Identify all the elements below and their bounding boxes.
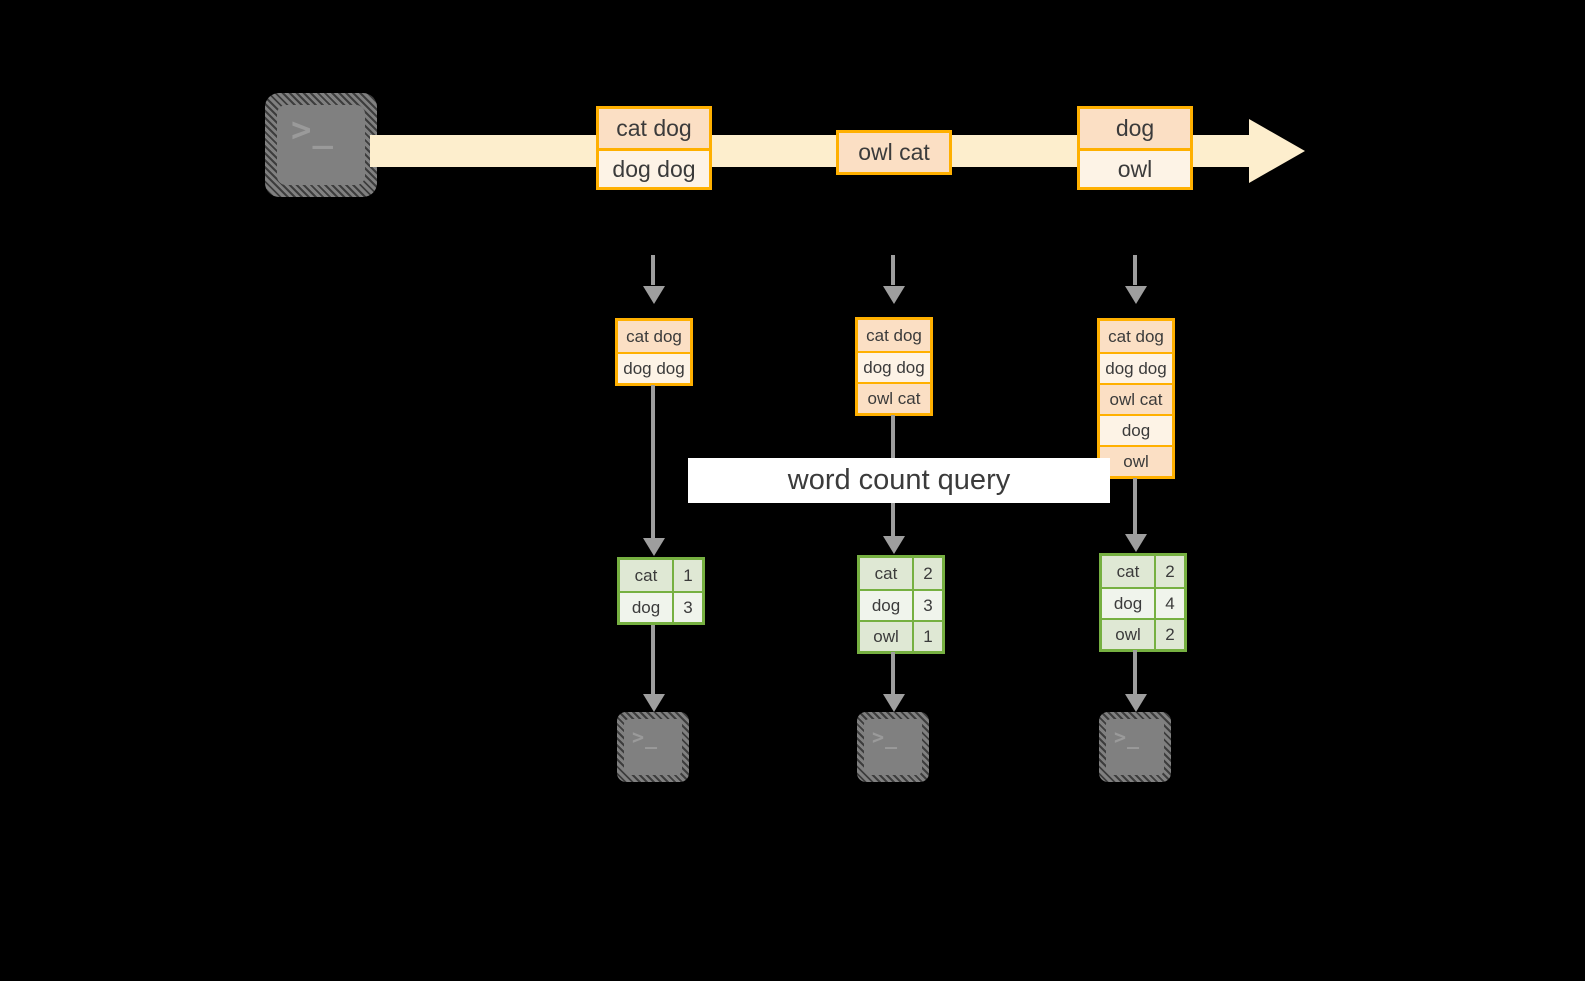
result-table: cat 2 dog 3 owl 1 — [857, 555, 945, 654]
terminal-screen: >_ — [624, 719, 682, 775]
result-row: owl 1 — [860, 620, 942, 651]
result-table: cat 1 dog 3 — [617, 557, 705, 625]
input-row: dog dog — [858, 351, 930, 382]
input-row: cat dog — [618, 321, 690, 352]
input-row: owl — [1100, 445, 1172, 476]
query-label-text: word count query — [787, 464, 1011, 496]
result-word: owl — [1102, 620, 1154, 649]
trigger-arrowhead-icon — [643, 286, 665, 304]
trigger-dashed-line — [891, 255, 895, 285]
input-row: cat dog — [858, 320, 930, 351]
sink-connector-line — [891, 652, 895, 698]
stream-event-line: owl cat — [839, 133, 949, 172]
sink-arrowhead-icon — [883, 694, 905, 712]
result-table: cat 2 dog 4 owl 2 — [1099, 553, 1187, 652]
input-row: owl cat — [858, 382, 930, 413]
query-arrowhead-icon — [643, 538, 665, 556]
sink-arrowhead-icon — [643, 694, 665, 712]
terminal-screen: >_ — [864, 719, 922, 775]
stream-event-line: dog — [1080, 109, 1190, 148]
source-terminal-icon: >_ — [265, 93, 377, 197]
trigger-dashed-line — [1133, 255, 1137, 285]
stream-arrowhead-icon — [1249, 119, 1305, 183]
trigger-dashed-line — [651, 255, 655, 285]
result-word: cat — [860, 558, 912, 589]
trigger-arrowhead-icon — [1125, 286, 1147, 304]
terminal-prompt-glyph: >_ — [291, 110, 334, 150]
result-word: cat — [1102, 556, 1154, 587]
query-label-band: word count query — [688, 458, 1110, 503]
sink-terminal-icon: >_ — [1099, 712, 1171, 782]
input-row: owl cat — [1100, 383, 1172, 414]
query-connector-line — [1133, 478, 1137, 536]
result-word: owl — [860, 622, 912, 651]
query-connector-line — [651, 385, 655, 540]
result-count: 1 — [672, 560, 702, 591]
stream-event-line: owl — [1080, 148, 1190, 187]
query-arrowhead-icon — [883, 536, 905, 554]
result-row: dog 3 — [620, 591, 702, 622]
result-count: 1 — [912, 622, 942, 651]
result-word: dog — [1102, 589, 1154, 618]
input-table: cat dog dog dog — [615, 318, 693, 386]
result-word: dog — [860, 591, 912, 620]
result-count: 3 — [912, 591, 942, 620]
stream-event-line: cat dog — [599, 109, 709, 148]
input-row: dog — [1100, 414, 1172, 445]
sink-connector-line — [1133, 650, 1137, 698]
stream-event-group: dog owl — [1077, 106, 1193, 190]
input-row: dog dog — [618, 352, 690, 383]
result-row: owl 2 — [1102, 618, 1184, 649]
terminal-prompt-glyph: >_ — [872, 725, 899, 749]
stream-event-line: dog dog — [599, 148, 709, 187]
sink-connector-line — [651, 625, 655, 697]
query-arrowhead-icon — [1125, 534, 1147, 552]
result-count: 3 — [672, 593, 702, 622]
sink-arrowhead-icon — [1125, 694, 1147, 712]
result-row: cat 2 — [1102, 556, 1184, 587]
terminal-prompt-glyph: >_ — [632, 725, 659, 749]
stream-event-group: cat dog dog dog — [596, 106, 712, 190]
result-row: cat 1 — [620, 560, 702, 591]
result-count: 2 — [912, 558, 942, 589]
result-count: 4 — [1154, 589, 1184, 618]
result-count: 2 — [1154, 556, 1184, 587]
result-count: 2 — [1154, 620, 1184, 649]
input-row: cat dog — [1100, 321, 1172, 352]
input-row: dog dog — [1100, 352, 1172, 383]
result-row: dog 3 — [860, 589, 942, 620]
result-row: dog 4 — [1102, 587, 1184, 618]
trigger-arrowhead-icon — [883, 286, 905, 304]
sink-terminal-icon: >_ — [857, 712, 929, 782]
sink-terminal-icon: >_ — [617, 712, 689, 782]
terminal-prompt-glyph: >_ — [1114, 725, 1141, 749]
result-row: cat 2 — [860, 558, 942, 589]
result-word: dog — [620, 593, 672, 622]
result-word: cat — [620, 560, 672, 591]
terminal-screen: >_ — [277, 105, 365, 185]
input-table: cat dog dog dog owl cat — [855, 317, 933, 416]
input-table: cat dog dog dog owl cat dog owl — [1097, 318, 1175, 479]
stream-event-group: owl cat — [836, 130, 952, 175]
terminal-screen: >_ — [1106, 719, 1164, 775]
